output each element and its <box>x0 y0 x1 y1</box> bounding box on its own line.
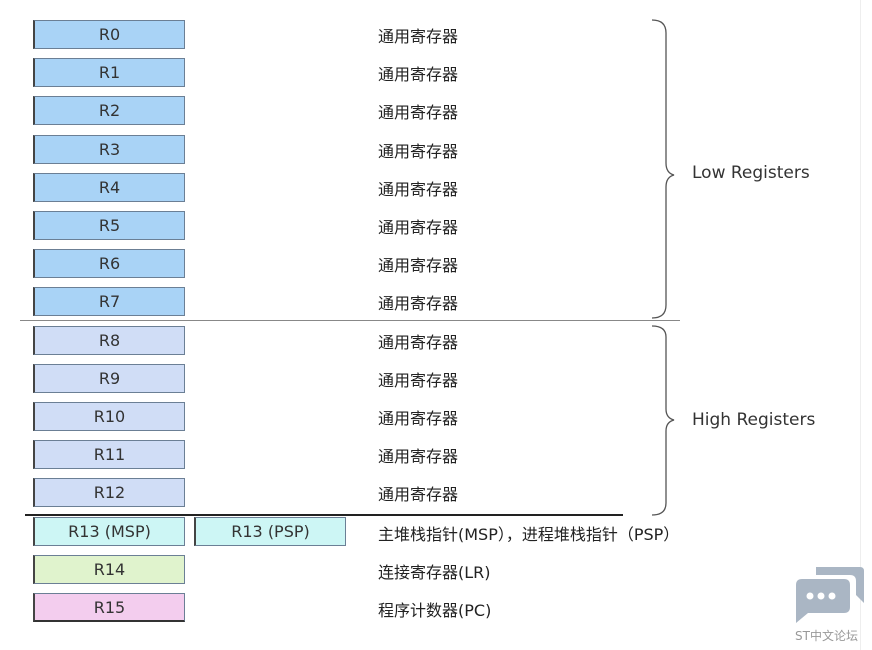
register-description: 通用寄存器 <box>378 447 459 467</box>
register-r15: R15 <box>33 593 185 622</box>
register-r9: R9 <box>33 363 185 393</box>
register-description: 通用寄存器 <box>378 332 459 352</box>
border <box>860 0 861 650</box>
register-description: 通用寄存器 <box>378 65 459 85</box>
r15-description: 程序计数器(PC) <box>378 601 492 620</box>
register-label: R13 (MSP) <box>68 522 151 541</box>
register-r4: R4 <box>33 172 185 202</box>
high-registers-label: High Registers <box>692 410 816 430</box>
register-r2: R2 <box>33 96 185 126</box>
register-description: 通用寄存器 <box>378 27 459 46</box>
register-label: R6 <box>98 254 121 274</box>
register-description: 通用寄存器 <box>378 103 459 123</box>
register-label: R12 <box>93 483 126 503</box>
general-special-divider <box>25 514 623 516</box>
register-r11: R11 <box>33 440 185 470</box>
register-r8: R8 <box>33 325 185 355</box>
register-r0: R0 <box>33 20 185 49</box>
chat-bubble-icon <box>796 567 864 623</box>
register-label: R2 <box>98 101 121 121</box>
register-r3: R3 <box>33 134 185 164</box>
register-description: 通用寄存器 <box>378 409 459 428</box>
low-registers-label: Low Registers <box>692 163 810 183</box>
r13-description: 主堆栈指针(MSP），进程堆栈指针（PSP） <box>378 525 680 544</box>
register-label: R4 <box>98 177 121 197</box>
register-r6: R6 <box>33 249 185 279</box>
register-label: R11 <box>93 445 126 465</box>
watermark: ST中文论坛 <box>795 629 858 643</box>
register-r1: R1 <box>33 58 185 88</box>
register-label: R14 <box>93 560 126 579</box>
register-r7: R7 <box>33 287 185 317</box>
brace-icons <box>651 19 675 516</box>
register-r5: R5 <box>33 211 185 240</box>
register-description: 通用寄存器 <box>378 294 459 314</box>
register-label: R8 <box>98 330 121 350</box>
register-label: R3 <box>98 139 121 159</box>
register-description: 通用寄存器 <box>378 256 459 276</box>
high-brace-icon <box>651 325 675 516</box>
register-label: R1 <box>98 63 121 83</box>
register-description: 通用寄存器 <box>378 141 459 161</box>
low-brace-icon <box>651 19 675 319</box>
register-description: 通用寄存器 <box>378 218 459 237</box>
register-label: R7 <box>98 292 121 312</box>
register-label: R15 <box>93 597 126 617</box>
register-label: R5 <box>98 216 121 235</box>
low-high-divider <box>20 320 680 321</box>
register-description: 通用寄存器 <box>378 485 459 505</box>
register-label: R13 (PSP) <box>231 522 310 541</box>
register-label: R9 <box>98 368 121 388</box>
register-description: 通用寄存器 <box>378 370 459 390</box>
register-r12: R12 <box>33 478 185 508</box>
register-r10: R10 <box>33 402 185 431</box>
register-label: R10 <box>93 407 126 426</box>
register-r13-psp: R13 (PSP) <box>194 517 346 546</box>
register-r14: R14 <box>33 555 185 584</box>
r14-description: 连接寄存器(LR) <box>378 563 491 582</box>
register-label: R0 <box>98 25 121 44</box>
register-description: 通用寄存器 <box>378 179 459 199</box>
register-r13-msp: R13 (MSP) <box>33 517 185 546</box>
